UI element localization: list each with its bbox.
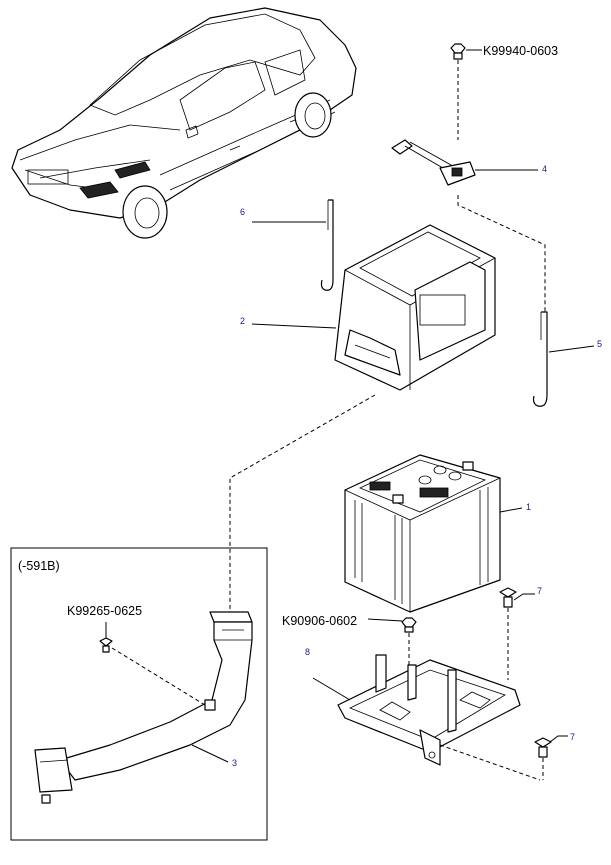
battery-tray-part-8 <box>337 654 521 766</box>
part-number-nut-top: K99940-0603 <box>483 44 558 58</box>
nut-icon <box>401 617 417 633</box>
battery-clamp-part-4 <box>391 139 476 186</box>
leader-line-5 <box>548 345 595 353</box>
callout-6: 6 <box>240 207 245 217</box>
car-illustration <box>11 7 357 239</box>
callout-8: 8 <box>305 647 310 657</box>
callout-3: 3 <box>232 758 237 768</box>
battery-part-1 <box>344 454 501 613</box>
callout-2: 2 <box>240 316 245 326</box>
leader-line-1 <box>499 507 523 513</box>
bolt-part-7-upper <box>499 587 517 608</box>
nut-icon <box>450 43 466 60</box>
leader-line-3 <box>191 744 229 763</box>
j-bolt-part-5 <box>532 311 548 407</box>
callout-4: 4 <box>542 164 547 174</box>
part-number-screw-duct: K99265-0625 <box>67 604 142 618</box>
screw-icon <box>99 637 113 653</box>
callout-1: 1 <box>526 502 531 512</box>
battery-cover-part-2 <box>334 224 496 391</box>
callout-7-lower: 7 <box>570 732 575 742</box>
leader-line-8 <box>312 677 351 701</box>
part-number-nut-tray: K90906-0602 <box>282 614 357 628</box>
callout-5: 5 <box>597 339 602 349</box>
inset-frame <box>10 547 268 841</box>
inset-condition-label: (-591B) <box>18 559 60 573</box>
air-duct-part-3 <box>34 611 253 804</box>
bolt-part-7-lower <box>534 737 552 758</box>
callout-7-upper: 7 <box>537 586 542 596</box>
leader-line-2 <box>251 323 337 329</box>
j-bolt-part-6 <box>320 199 334 291</box>
